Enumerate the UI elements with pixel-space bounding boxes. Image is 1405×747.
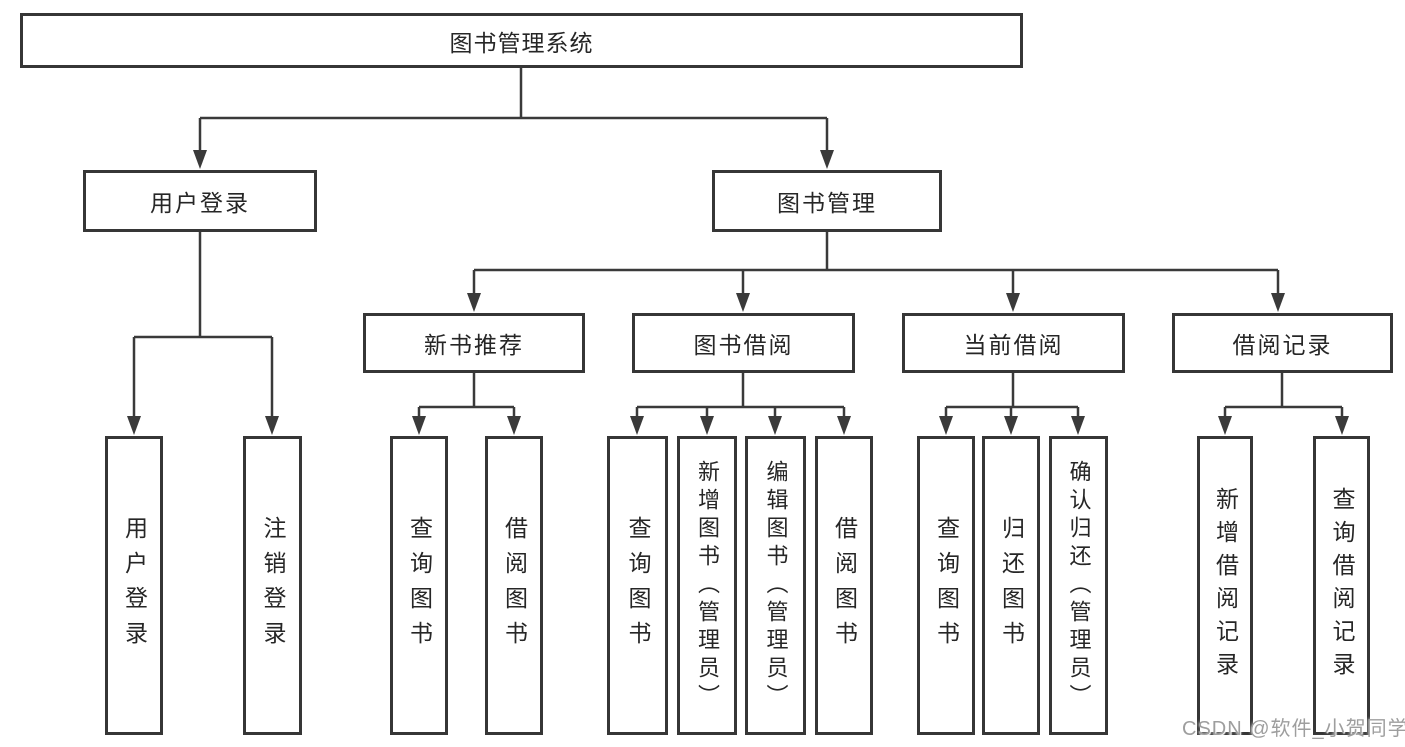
arrow-icon <box>412 416 426 435</box>
arrow-icon <box>507 416 521 435</box>
leaf-label: 确认归还（管理员） <box>1066 459 1092 712</box>
arrow-icon <box>630 416 644 435</box>
leaf-label: 查询借阅记录 <box>1329 486 1355 685</box>
node-book-management-branch: 图书管理 <box>712 170 942 232</box>
leaf-edit-books-admin: 编辑图书（管理员） <box>745 436 806 735</box>
connector-borrow-records-split <box>1223 373 1344 419</box>
leaf-query-books-1: 查询图书 <box>390 436 448 735</box>
arrow-icon <box>736 293 750 312</box>
arrow-icon <box>939 416 953 435</box>
leaf-label: 查询图书 <box>406 515 433 656</box>
connector-new-books-split <box>417 373 516 419</box>
leaf-label: 借阅图书 <box>831 515 858 656</box>
leaf-query-books-2: 查询图书 <box>607 436 668 735</box>
arrowheads <box>127 150 1349 435</box>
arrow-icon <box>127 416 141 435</box>
leaf-borrow-books-1: 借阅图书 <box>485 436 543 735</box>
arrow-icon <box>1271 293 1285 312</box>
arrow-icon <box>768 416 782 435</box>
leaf-confirm-return-admin: 确认归还（管理员） <box>1049 436 1108 735</box>
connector-current-borrow-split <box>944 373 1080 419</box>
csdn-watermark: CSDN @软件_小贺同学 <box>1182 718 1405 740</box>
arrow-icon <box>193 150 207 169</box>
leaf-user-login: 用户登录 <box>105 436 163 735</box>
node-user-login-branch: 用户登录 <box>83 170 317 232</box>
leaf-label: 用户登录 <box>121 515 148 656</box>
arrow-icon <box>467 293 481 312</box>
node-new-book-recommend: 新书推荐 <box>363 313 585 373</box>
arrow-icon <box>1006 293 1020 312</box>
leaf-add-books-admin: 新增图书（管理员） <box>677 436 737 735</box>
leaf-label: 新增图书（管理员） <box>695 459 720 712</box>
node-borrow-records: 借阅记录 <box>1172 313 1393 373</box>
leaf-label: 编辑图书（管理员） <box>763 459 789 712</box>
leaf-query-books-3: 查询图书 <box>917 436 975 735</box>
leaf-return-books: 归还图书 <box>982 436 1040 735</box>
connector-root-split <box>198 68 829 152</box>
arrow-icon <box>1071 416 1085 435</box>
leaf-query-borrow-record: 查询借阅记录 <box>1313 436 1370 735</box>
leaf-label: 归还图书 <box>998 515 1025 656</box>
leaf-label: 借阅图书 <box>501 515 528 656</box>
connector-user-login-split <box>132 232 274 419</box>
arrow-icon <box>820 150 834 169</box>
arrow-icon <box>1218 416 1232 435</box>
node-library-system: 图书管理系统 <box>20 13 1023 68</box>
arrow-icon <box>1335 416 1349 435</box>
node-current-borrowing: 当前借阅 <box>902 313 1125 373</box>
arrow-icon <box>837 416 851 435</box>
leaf-logout: 注销登录 <box>243 436 302 735</box>
connector-book-borrow-split <box>635 373 846 419</box>
leaf-label: 注销登录 <box>260 515 286 656</box>
connector-book-management-split <box>472 232 1280 296</box>
leaf-label: 查询图书 <box>933 515 960 656</box>
arrow-icon <box>700 416 714 435</box>
arrow-icon <box>265 416 279 435</box>
node-book-borrowing: 图书借阅 <box>632 313 855 373</box>
leaf-add-borrow-record: 新增借阅记录 <box>1197 436 1253 735</box>
leaf-label: 新增借阅记录 <box>1212 486 1239 685</box>
leaf-borrow-books-2: 借阅图书 <box>815 436 873 735</box>
arrow-icon <box>1004 416 1018 435</box>
leaf-label: 查询图书 <box>625 515 651 656</box>
